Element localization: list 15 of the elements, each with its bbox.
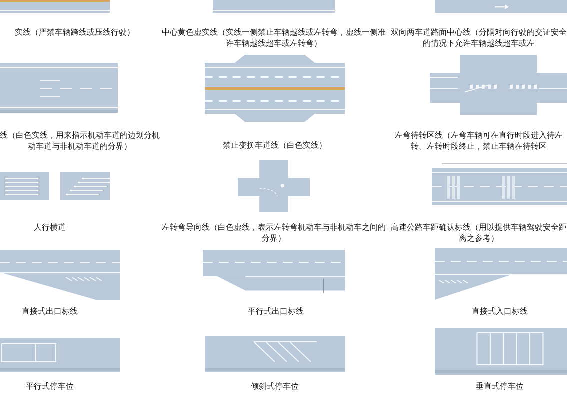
caption: 倾斜式停车位: [250, 381, 300, 392]
caption: 左转弯导向线（白色虚线，表示左转弯机动车与非机动车之间的分界）: [161, 222, 387, 244]
caption: 平行式出口标线: [247, 306, 305, 317]
caption: 高速公路车距确认标线（用以提供车辆驾驶安全距离之参考）: [390, 222, 567, 244]
caption: 人行横道: [33, 222, 67, 233]
caption: 平行式停车位: [25, 381, 75, 392]
caption: 左弯待转区线（左弯车辆可在直行时段进入待左转。左转时段终止，禁止车辆在待转区: [394, 130, 564, 152]
caption: 双向两车道路面中心线（分隔对向行驶的交证安全的情况下允许车辆越线超车或左: [390, 27, 567, 49]
caption: 线（白色实线，用来指示机动车道的边划分机动车道与非机动车道的分界）: [0, 130, 160, 152]
caption: 直接式出口标线: [21, 306, 79, 317]
caption: 垂直式停车位: [475, 381, 525, 392]
caption: 禁止变换车道线（白色实线）: [222, 140, 328, 151]
caption: 中心黄色虚实线（实线一侧禁止车辆越线或左转弯，虚线一侧准许车辆越线超车或左转弯）: [161, 27, 387, 49]
caption: 直接式入口标线: [471, 306, 529, 317]
caption: 实线（严禁车辆跨线或压线行驶）: [14, 27, 136, 38]
